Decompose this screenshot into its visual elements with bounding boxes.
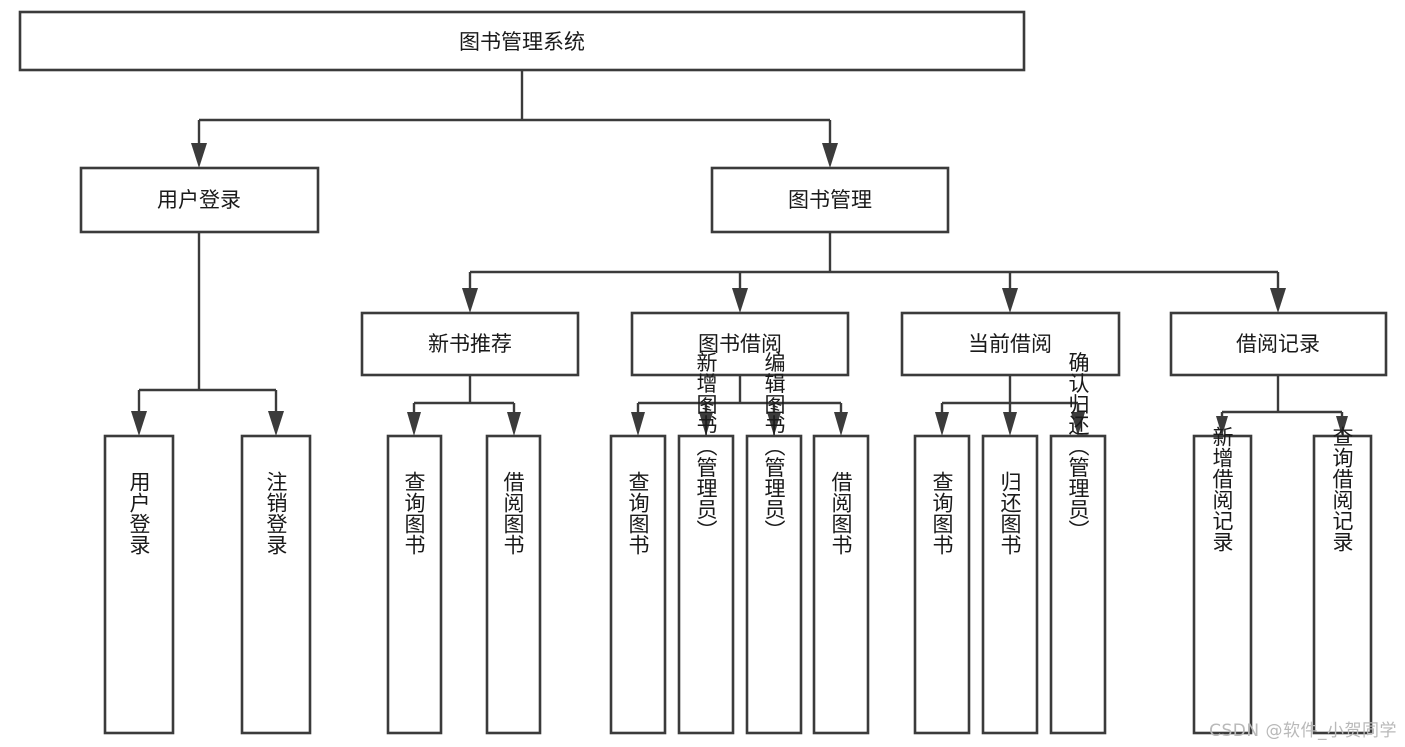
arrow-head-icon bbox=[1336, 416, 1348, 436]
node-leaf-logout[interactable]: 注销登录 bbox=[240, 434, 312, 735]
node-current-borrow-label: 当前借阅 bbox=[968, 332, 1052, 356]
node-leaf-logout-box[interactable] bbox=[240, 434, 312, 735]
arrow-head-icon bbox=[131, 411, 147, 436]
arrow-head-icon bbox=[732, 288, 748, 313]
node-leaf-query-record-box[interactable] bbox=[1312, 434, 1373, 735]
node-book-borrow-label: 图书借阅 bbox=[698, 332, 782, 356]
node-leaf-add-record-box[interactable] bbox=[1192, 434, 1253, 735]
node-leaf-query-book-3-label: 查询图书 bbox=[930, 471, 954, 555]
node-leaf-borrow-book-2[interactable]: 借阅图书 bbox=[812, 434, 870, 735]
node-borrow-record[interactable]: 借阅记录 bbox=[1169, 311, 1388, 377]
node-user-login-label: 用户登录 bbox=[157, 188, 241, 212]
node-leaf-add-record[interactable]: 新增借阅记录 bbox=[1192, 426, 1253, 735]
node-leaf-add-book[interactable]: 新增图书（管理员） bbox=[677, 352, 735, 735]
node-leaf-query-book-3[interactable]: 查询图书 bbox=[913, 434, 971, 735]
arrow-head-icon bbox=[822, 143, 838, 168]
node-root[interactable]: 图书管理系统 bbox=[18, 10, 1026, 72]
node-leaf-query-book-1-box[interactable] bbox=[386, 434, 443, 735]
node-leaf-query-book-1-label: 查询图书 bbox=[402, 471, 426, 555]
node-current-borrow-box[interactable] bbox=[900, 311, 1121, 377]
node-leaf-borrow-book-1[interactable]: 借阅图书 bbox=[485, 434, 542, 735]
node-borrow-record-label: 借阅记录 bbox=[1236, 332, 1320, 356]
node-leaf-user-login[interactable]: 用户登录 bbox=[103, 434, 175, 735]
arrow-head-icon bbox=[268, 411, 284, 436]
node-leaf-query-book-2-label: 查询图书 bbox=[626, 471, 650, 555]
node-leaf-confirm-return-label: 确认归还（管理员） bbox=[1066, 352, 1090, 541]
node-leaf-confirm-return-box[interactable] bbox=[1049, 434, 1107, 735]
node-new-book-rec[interactable]: 新书推荐 bbox=[360, 311, 580, 377]
node-new-book-rec-label: 新书推荐 bbox=[428, 332, 512, 356]
node-leaf-edit-book-label: 编辑图书（管理员） bbox=[762, 352, 786, 541]
arrow-head-icon bbox=[767, 412, 781, 436]
arrow-head-icon bbox=[507, 412, 521, 436]
node-leaf-add-record-label: 新增借阅记录 bbox=[1210, 426, 1234, 552]
node-leaf-borrow-book-1-label: 借阅图书 bbox=[501, 471, 525, 555]
node-leaf-query-book-1[interactable]: 查询图书 bbox=[386, 434, 443, 735]
node-leaf-query-book-3-box[interactable] bbox=[913, 434, 971, 735]
node-new-book-rec-box[interactable] bbox=[360, 311, 580, 377]
node-leaf-query-book-2[interactable]: 查询图书 bbox=[609, 434, 667, 735]
node-leaf-return-book[interactable]: 归还图书 bbox=[981, 434, 1039, 735]
node-leaf-add-book-box[interactable] bbox=[677, 434, 735, 735]
arrow-head-icon bbox=[1003, 412, 1017, 436]
node-book-manage-label: 图书管理 bbox=[788, 188, 872, 212]
arrow-head-icon bbox=[462, 288, 478, 313]
node-user-login[interactable]: 用户登录 bbox=[79, 166, 320, 234]
node-book-manage-box[interactable] bbox=[710, 166, 950, 234]
arrow-head-icon bbox=[834, 412, 848, 436]
node-root-box[interactable] bbox=[18, 10, 1026, 72]
node-leaf-query-book-2-box[interactable] bbox=[609, 434, 667, 735]
node-leaf-user-login-box[interactable] bbox=[103, 434, 175, 735]
arrow-head-icon bbox=[1002, 288, 1018, 313]
arrow-head-icon bbox=[699, 412, 713, 436]
node-root-label: 图书管理系统 bbox=[459, 30, 585, 54]
arrow-head-icon bbox=[1216, 416, 1228, 436]
arrow-head-icon bbox=[631, 412, 645, 436]
node-leaf-query-record[interactable]: 查询借阅记录 bbox=[1312, 426, 1373, 735]
node-leaf-return-book-box[interactable] bbox=[981, 434, 1039, 735]
node-leaf-user-login-label: 用户登录 bbox=[127, 471, 151, 555]
node-leaf-edit-book[interactable]: 编辑图书（管理员） bbox=[745, 352, 803, 735]
node-leaf-borrow-book-1-box[interactable] bbox=[485, 434, 542, 735]
node-leaf-return-book-label: 归还图书 bbox=[998, 471, 1022, 555]
node-leaf-add-book-label: 新增图书（管理员） bbox=[694, 352, 718, 541]
node-book-borrow-box[interactable] bbox=[630, 311, 850, 377]
arrow-head-icon bbox=[1071, 412, 1085, 436]
node-user-login-box[interactable] bbox=[79, 166, 320, 234]
node-leaf-borrow-book-2-box[interactable] bbox=[812, 434, 870, 735]
node-leaf-query-record-label: 查询借阅记录 bbox=[1330, 426, 1354, 552]
node-leaf-edit-book-box[interactable] bbox=[745, 434, 803, 735]
arrow-head-icon bbox=[1270, 288, 1286, 313]
node-leaf-logout-label: 注销登录 bbox=[264, 471, 288, 555]
node-borrow-record-box[interactable] bbox=[1169, 311, 1388, 377]
arrow-head-icon bbox=[407, 412, 421, 436]
node-leaf-borrow-book-2-label: 借阅图书 bbox=[829, 471, 853, 555]
connector-layer bbox=[131, 70, 1348, 436]
node-current-borrow[interactable]: 当前借阅 bbox=[900, 311, 1121, 377]
node-book-borrow[interactable]: 图书借阅 bbox=[630, 311, 850, 377]
node-leaf-confirm-return[interactable]: 确认归还（管理员） bbox=[1049, 352, 1107, 735]
node-book-manage[interactable]: 图书管理 bbox=[710, 166, 950, 234]
arrow-head-icon bbox=[191, 143, 207, 168]
arrow-head-icon bbox=[935, 412, 949, 436]
